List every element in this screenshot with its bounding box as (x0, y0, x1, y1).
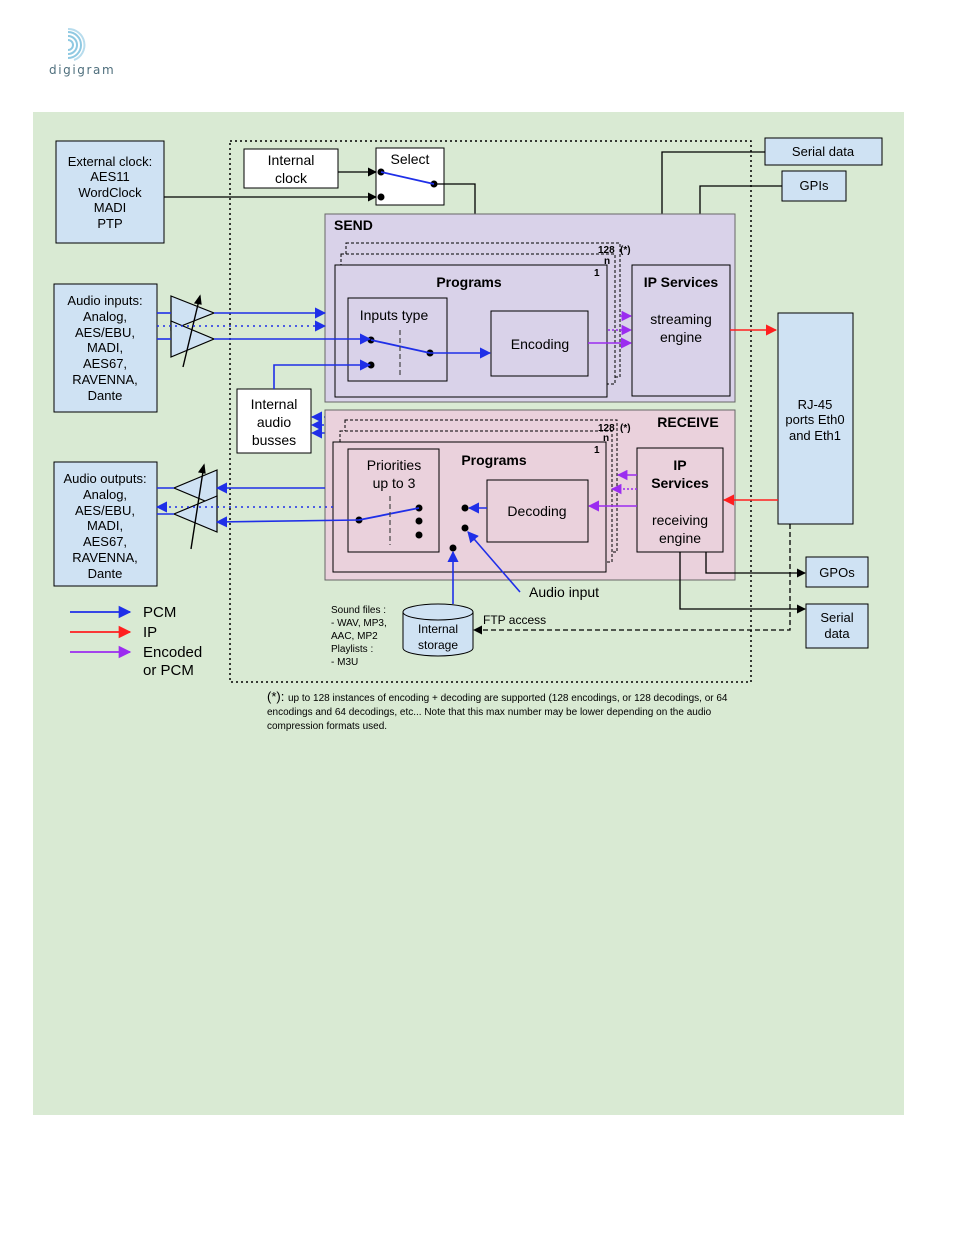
audio-outputs-line: Analog, (83, 487, 127, 502)
serial-data-top-box: Serial data (764, 137, 883, 166)
gpos-box: GPOs (805, 556, 869, 588)
receiving-engine-line: receiving (652, 512, 708, 528)
storage-line: storage (418, 638, 458, 652)
audio-input-label: Audio input (529, 584, 599, 600)
external-clock-line: AES11 (90, 169, 130, 184)
legend-encoded: Encoded (143, 644, 202, 661)
priorities-line: Priorities (367, 457, 421, 473)
external-clock-line: External clock: (68, 154, 153, 169)
internal-clock-line: Internal (268, 152, 315, 168)
audio-inputs-box: Audio inputs: Analog, AES/EBU, MADI, AES… (53, 283, 158, 413)
rj45-line: and Eth1 (789, 428, 841, 443)
sound-files-line: Sound files : (331, 605, 386, 616)
streaming-engine-line: engine (660, 329, 702, 345)
serial-data-top-label: Serial data (792, 144, 855, 159)
sound-files-line: - WAV, MP3, (331, 618, 387, 629)
receive-programs-label: Programs (461, 452, 527, 468)
audio-outputs-line: AES/EBU, (75, 503, 135, 518)
send-section: SEND 128 (*) n 1 Programs Inputs type En… (324, 213, 736, 403)
inputs-type-label: Inputs type (360, 307, 429, 323)
sound-files-list: Sound files : - WAV, MP3, AAC, MP2 Playl… (331, 605, 387, 668)
serial-data-bottom-box: Serial data (805, 603, 869, 649)
device-boundary (229, 140, 752, 683)
gpos-label: GPOs (819, 565, 855, 580)
encoding-label: Encoding (511, 336, 569, 352)
storage-line: Internal (418, 622, 458, 636)
legend-or-pcm: or PCM (143, 662, 194, 679)
receive-ip-services-line: IP (673, 457, 686, 473)
sound-files-line: AAC, MP2 (331, 631, 378, 642)
brand-name: digigram (49, 63, 116, 77)
audio-inputs-line: AES67, (83, 356, 127, 371)
audio-inputs-line: AES/EBU, (75, 325, 135, 340)
external-clock-line: MADI (94, 200, 127, 215)
receive-section: RECEIVE 128 (*) n 1 Programs Priorities … (324, 409, 736, 581)
receiving-engine-line: engine (659, 530, 701, 546)
receive-stack-one: 1 (594, 445, 600, 456)
footnote-line: up to 128 instances of encoding + decodi… (288, 693, 728, 704)
audio-outputs-box: Audio outputs: Analog, AES/EBU, MADI, AE… (53, 461, 158, 587)
busses-line: Internal (251, 396, 298, 412)
send-programs-label: Programs (436, 274, 502, 290)
internal-clock-box: Internal clock (243, 148, 339, 189)
send-stack-star: (*) (620, 245, 631, 256)
serial-data-bottom-line: data (824, 626, 850, 641)
receive-ip-services-line: Services (651, 475, 709, 491)
output-amplifier-icons (172, 463, 218, 550)
decoding-label: Decoding (507, 503, 566, 519)
send-stack-n: n (604, 256, 610, 267)
footnote-line: encodings and 64 decodings, etc... Note … (267, 707, 712, 718)
audio-inputs-line: Audio inputs: (67, 293, 142, 308)
select-label: Select (391, 151, 430, 167)
external-clock-box: External clock: AES11 WordClock MADI PTP (55, 140, 165, 244)
audio-outputs-line: RAVENNA, (72, 550, 138, 565)
legend-pcm: PCM (143, 604, 176, 621)
audio-outputs-line: Dante (88, 566, 123, 581)
sound-files-line: - M3U (331, 657, 358, 668)
audio-outputs-line: AES67, (83, 534, 127, 549)
streaming-engine-line: streaming (650, 311, 711, 327)
serial-data-bottom-line: Serial (820, 610, 853, 625)
external-clock-line: WordClock (78, 185, 142, 200)
audio-inputs-line: RAVENNA, (72, 372, 138, 387)
audio-outputs-line: MADI, (87, 518, 123, 533)
gpis-box: GPIs (781, 170, 847, 202)
internal-audio-busses-box: Internal audio busses (236, 388, 312, 454)
footnote: (*): up to 128 instances of encoding + d… (267, 689, 728, 732)
receive-title: RECEIVE (657, 414, 718, 430)
input-amplifier-icons (170, 294, 216, 368)
audio-outputs-line: Audio outputs: (63, 471, 146, 486)
receive-stack-top: 128 (598, 423, 615, 434)
sound-files-line: Playlists : (331, 644, 373, 655)
send-stack-one: 1 (594, 268, 600, 279)
legend-ip: IP (143, 624, 157, 641)
audio-inputs-line: Analog, (83, 309, 127, 324)
send-stack-top: 128 (598, 245, 615, 256)
send-title: SEND (334, 217, 373, 233)
busses-line: audio (257, 414, 291, 430)
priorities-line: up to 3 (373, 475, 416, 491)
rj45-line: ports Eth0 (785, 412, 844, 427)
receive-stack-star: (*) (620, 423, 631, 434)
internal-clock-line: clock (275, 170, 308, 186)
legend: PCM IP Encoded or PCM (70, 604, 202, 679)
gpis-label: GPIs (800, 178, 829, 193)
audio-inputs-line: MADI, (87, 340, 123, 355)
send-ip-services-label: IP Services (644, 274, 719, 290)
busses-line: busses (252, 432, 296, 448)
footnote-mark: (*): (267, 689, 284, 704)
audio-inputs-line: Dante (88, 388, 123, 403)
receive-stack-n: n (603, 433, 609, 444)
ftp-access-label: FTP access (483, 613, 546, 627)
external-clock-line: PTP (97, 216, 122, 231)
footnote-line: compression formats used. (267, 721, 387, 732)
internal-storage-cylinder: Internal storage (402, 603, 474, 657)
rj45-box: RJ-45 ports Eth0 and Eth1 (777, 312, 854, 525)
select-box: Select (375, 147, 445, 206)
rj45-line: RJ-45 (798, 397, 833, 412)
digigram-logo (67, 27, 86, 61)
